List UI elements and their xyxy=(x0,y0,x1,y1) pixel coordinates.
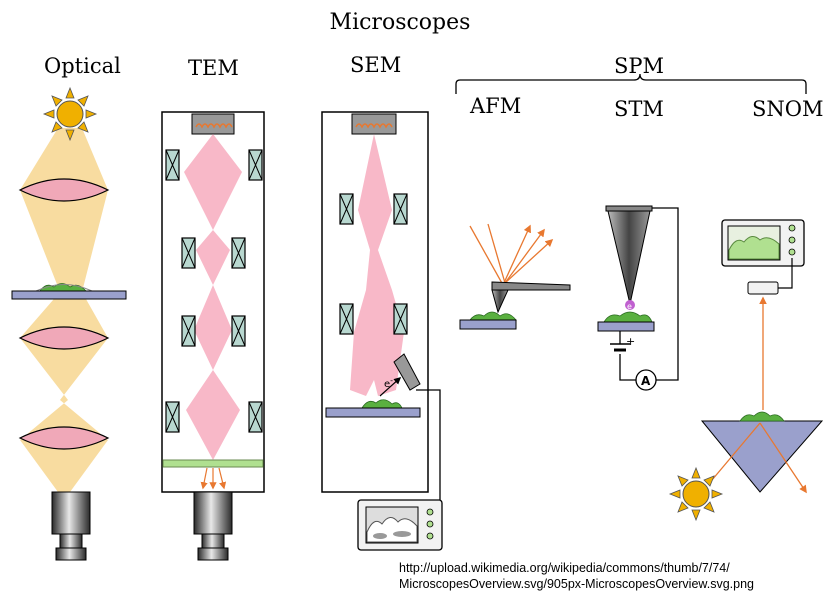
objective-lens-middle xyxy=(18,326,110,350)
secondary-electron-arrow xyxy=(379,377,402,397)
secondary-electron-label: e- xyxy=(384,376,393,390)
battery-plus-label: + xyxy=(626,335,635,348)
optical-microscope xyxy=(11,86,127,561)
ammeter-icon xyxy=(635,369,657,391)
tunneling-electron-glow xyxy=(625,300,635,310)
optical-label: Optical xyxy=(44,54,121,78)
tem-filament xyxy=(195,123,233,129)
source-url-line1: http://upload.wikimedia.org/wikipedia/co… xyxy=(399,561,730,575)
objective-lens-top xyxy=(18,178,110,202)
stm-circuit xyxy=(619,207,679,381)
tem-fluorescent-screen xyxy=(162,459,264,468)
snom-prism xyxy=(700,420,824,493)
sem-sample-stage xyxy=(325,407,421,418)
tem-magnetic-lens-crosses xyxy=(165,149,263,433)
afm-sample-stage xyxy=(459,319,517,330)
stm-sample-stage xyxy=(597,321,655,332)
stm-tip xyxy=(607,210,651,305)
afm-microscope xyxy=(459,223,571,330)
page-title: Microscopes xyxy=(329,10,471,35)
sem-electron-beam xyxy=(350,134,404,396)
snom-detector xyxy=(747,281,779,295)
afm-label: AFM xyxy=(470,94,522,118)
snom-microscope xyxy=(668,219,824,522)
tip-electron-label: e xyxy=(627,302,632,311)
camera-optical xyxy=(51,491,91,561)
afm-laser-beams xyxy=(469,223,554,286)
source-url-line2: MicroscopesOverview.svg/905px-Microscope… xyxy=(399,577,754,591)
afm-tip xyxy=(491,289,509,314)
stm-tip-holder xyxy=(605,205,653,212)
sun-icon xyxy=(42,86,98,142)
afm-cantilever xyxy=(491,281,571,291)
sem-microscope xyxy=(321,111,443,551)
sem-filament xyxy=(355,123,393,129)
snom-monitor xyxy=(721,219,805,267)
afm-specimen xyxy=(469,311,517,321)
tem-electron-beam xyxy=(184,134,242,460)
sem-specimen xyxy=(361,399,403,409)
sem-monitor xyxy=(357,499,443,551)
ammeter-label: A xyxy=(641,374,651,388)
snom-light-path xyxy=(711,422,807,494)
battery-icon xyxy=(610,343,630,352)
sem-label: SEM xyxy=(350,53,402,77)
cover-glass xyxy=(35,284,93,292)
stm-specimen xyxy=(603,311,653,323)
sem-detector-cable xyxy=(416,389,441,510)
camera-tem xyxy=(193,491,233,561)
stm-microscope xyxy=(597,205,679,391)
spm-label: SPM xyxy=(614,54,665,78)
tem-label: TEM xyxy=(188,56,239,80)
snom-label: SNOM xyxy=(752,97,824,121)
light-beam xyxy=(20,128,108,492)
sem-detector xyxy=(393,353,421,391)
stm-label: STM xyxy=(614,97,664,121)
tem-microscope xyxy=(161,111,265,561)
sample-slide xyxy=(11,290,127,300)
eyepiece-lens xyxy=(18,426,110,450)
spm-brace xyxy=(455,73,807,94)
snom-sun-icon xyxy=(668,466,724,522)
snom-cable xyxy=(778,258,793,289)
sem-magnetic-lens-crosses xyxy=(339,193,408,335)
snom-specimen xyxy=(739,411,785,422)
tem-photon-arrows xyxy=(200,467,227,490)
